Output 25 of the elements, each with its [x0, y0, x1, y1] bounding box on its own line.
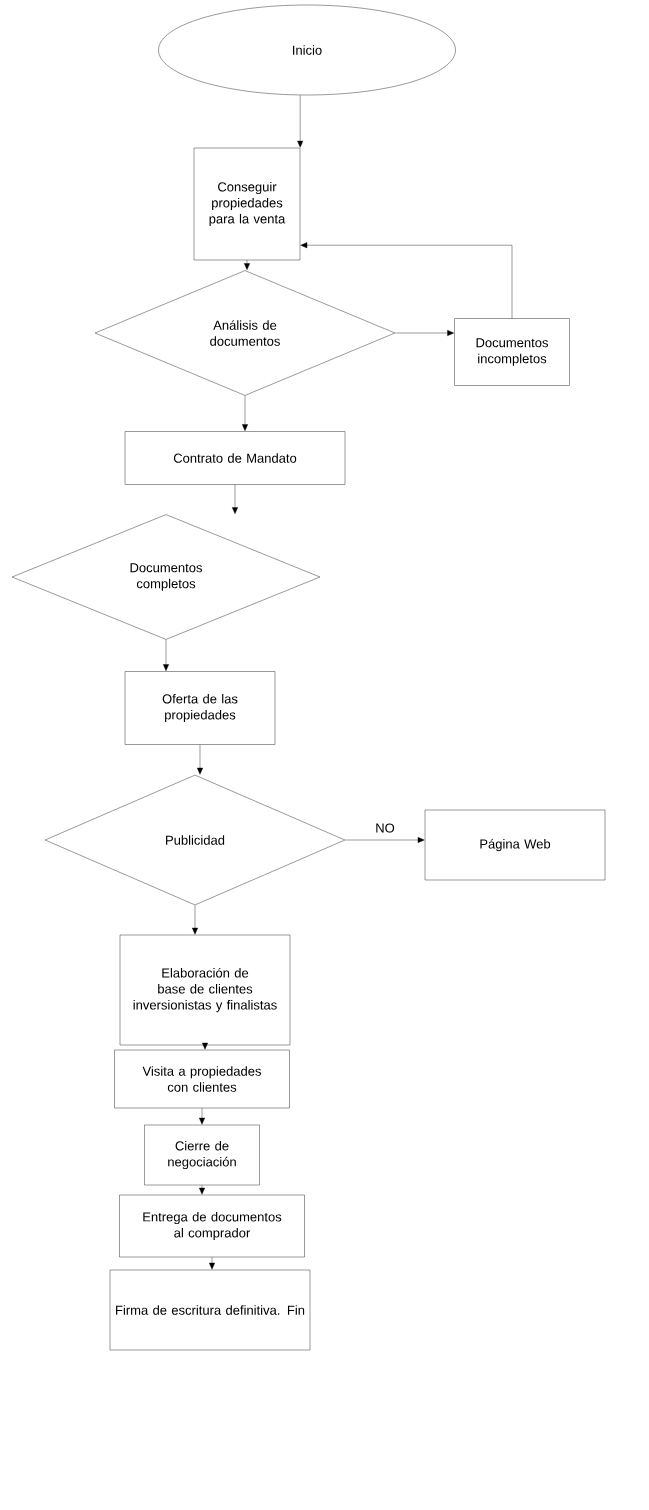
process-box: Contrato de Mandato [124, 431, 346, 485]
arrow [199, 1108, 205, 1125]
process-box: Cierre de negociación [144, 1124, 260, 1186]
arrow [199, 1185, 205, 1195]
arrow [192, 905, 198, 935]
arrow [345, 837, 425, 843]
edge-label: NO [374, 822, 396, 834]
process-box: Entrega de documentos al comprador [119, 1194, 305, 1258]
arrow [163, 639, 169, 671]
process-box: Documentos incompletos [454, 318, 570, 386]
process-box: Firma de escritura definitiva. Fin [109, 1269, 311, 1351]
process-box: Visita a propiedades con clientes [114, 1049, 290, 1109]
arrow [242, 395, 248, 431]
arrow [232, 484, 238, 514]
arrow [197, 744, 203, 775]
process-box: Elaboración de base de clientes inversionistas y finalistas [119, 934, 291, 1046]
arrow [297, 95, 304, 148]
arrow [244, 260, 250, 270]
arrow [300, 242, 513, 319]
process-box: Oferta de las propiedades [124, 671, 276, 745]
arrow [209, 1257, 215, 1270]
process-box: Página Web [424, 809, 606, 881]
arrow [395, 330, 454, 336]
process-box: Conseguir propiedades para la venta [193, 147, 301, 261]
arrow [202, 1042, 208, 1050]
